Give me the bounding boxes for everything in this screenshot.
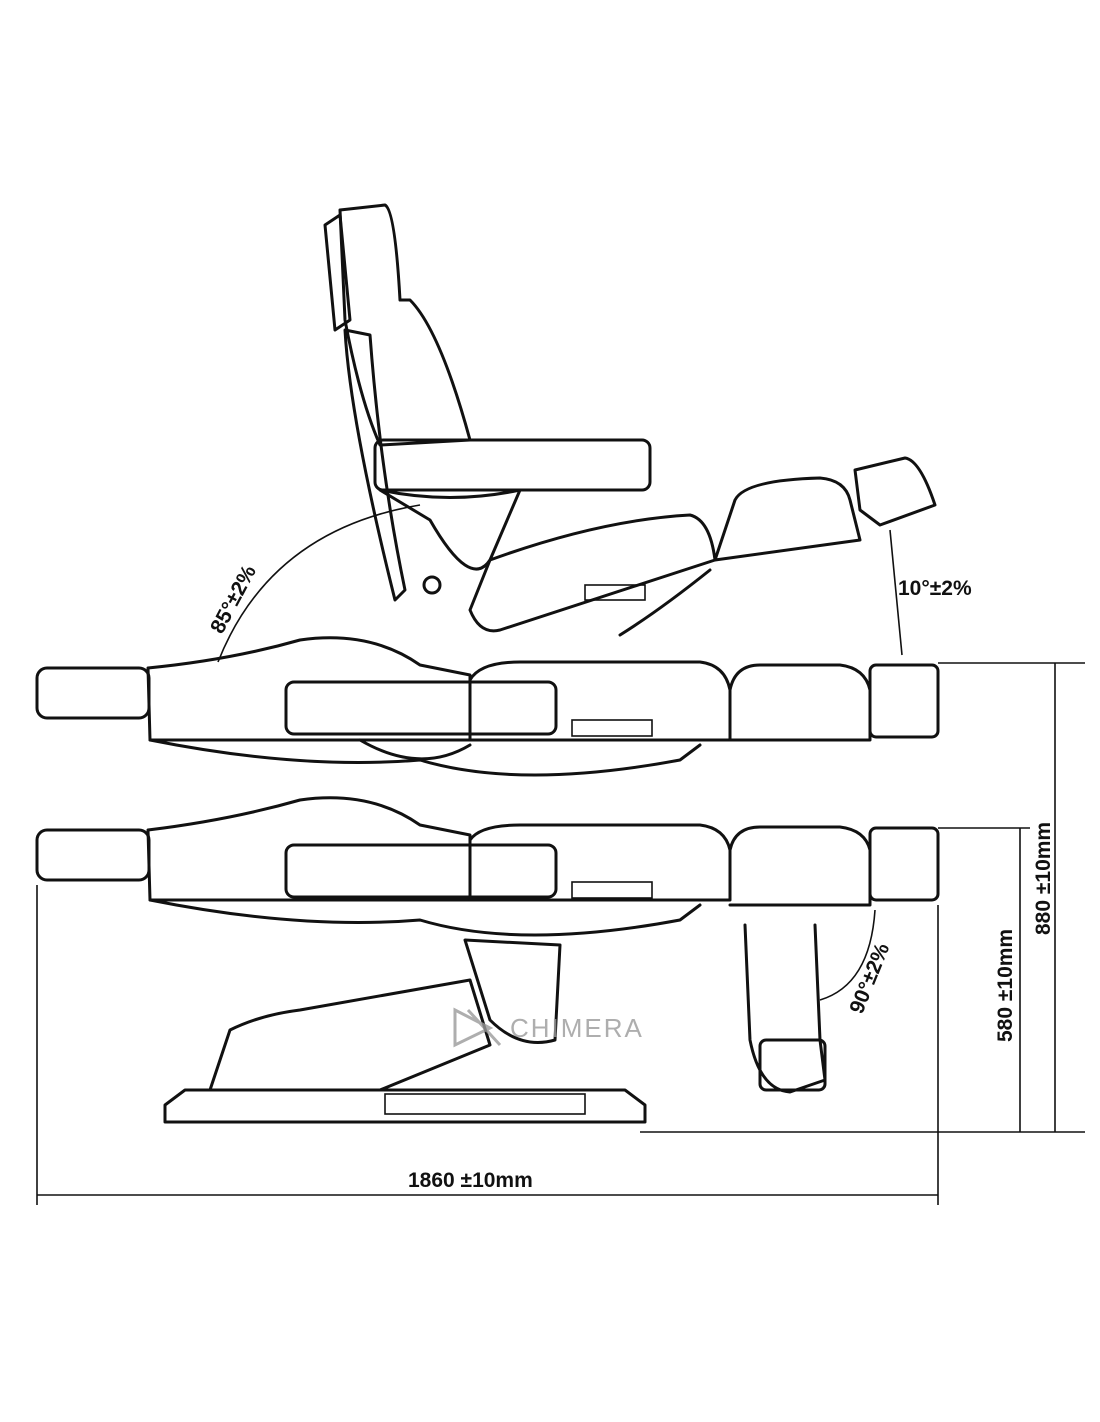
total-length-label: 1860 ±10mm — [408, 1169, 533, 1192]
chair-flat-low-position — [35, 796, 940, 1124]
svg-text:CHIMERA: CHIMERA — [510, 1013, 644, 1043]
legrest-tilt-angle-label: 10°±2% — [898, 577, 972, 600]
min-height-label: 580 ±10mm — [994, 929, 1017, 1042]
chair-flat-high-position — [35, 636, 940, 777]
max-height-label: 880 ±10mm — [1032, 822, 1055, 935]
dimension-lines — [36, 662, 1085, 1205]
chair-seated-position — [217, 203, 937, 663]
watermark-logo: CHIMERA — [453, 1007, 644, 1048]
